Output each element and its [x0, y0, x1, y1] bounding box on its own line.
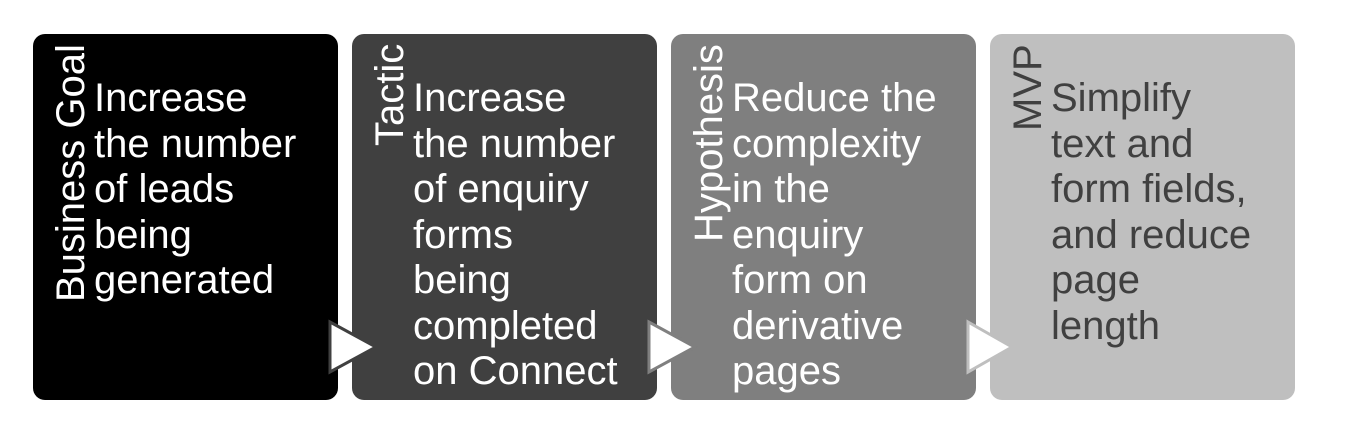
- step-text-mvp: Simplify text and form fields, and reduc…: [1051, 76, 1252, 348]
- step-card-hypothesis: Hypothesis Reduce the complexity in the …: [671, 34, 976, 400]
- step-card-tactic: Tactic Increase the number of enquiry fo…: [352, 34, 657, 400]
- step-card-business-goal: Business Goal Increase the number of lea…: [33, 34, 338, 400]
- step-text-business-goal: Increase the number of leads being gener…: [94, 76, 297, 302]
- arrow-icon: [966, 319, 1016, 375]
- step-text-tactic: Increase the number of enquiry forms bei…: [413, 76, 618, 393]
- step-text-hypothesis: Reduce the complexity in the enquiry for…: [732, 76, 937, 393]
- arrow-icon: [647, 319, 699, 375]
- step-card-mvp: MVP Simplify text and form fields, and r…: [990, 34, 1295, 400]
- arrow-icon: [328, 319, 380, 375]
